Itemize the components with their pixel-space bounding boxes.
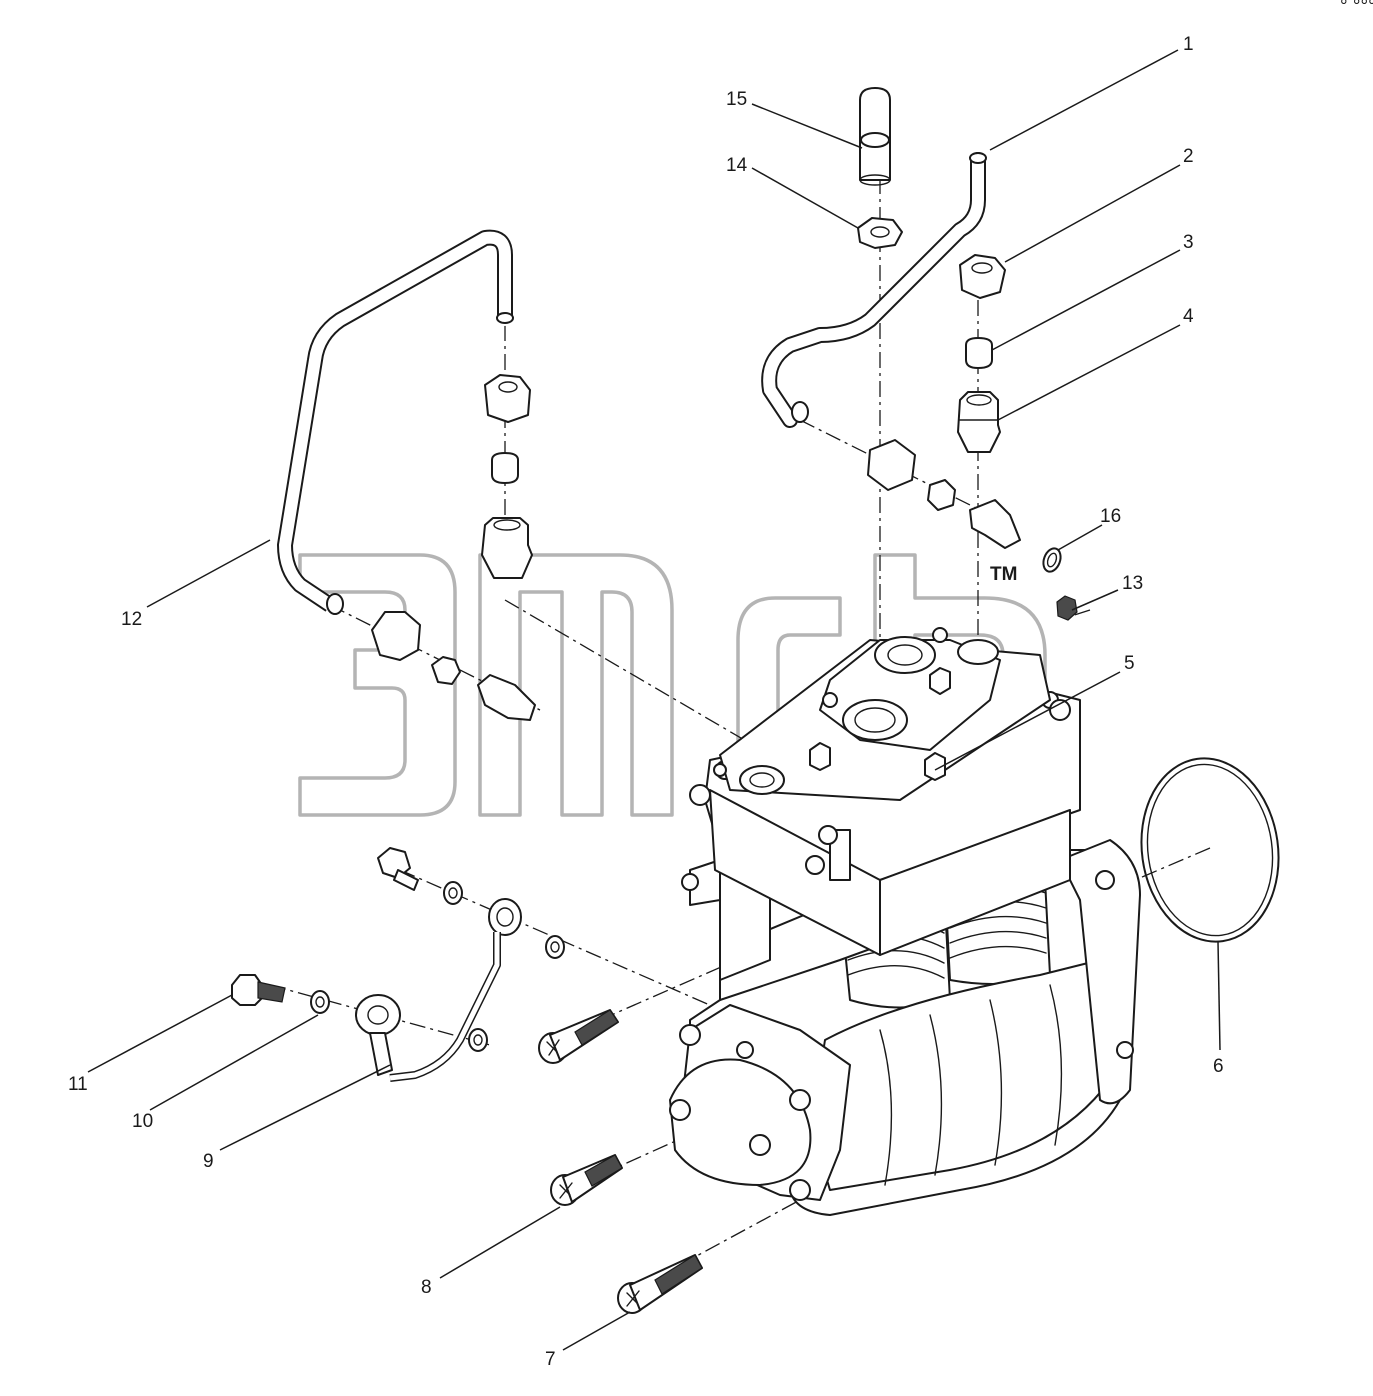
watermark-tm: TM (990, 564, 1017, 585)
callout-labels: 1 2 3 4 5 6 7 8 9 10 11 12 13 14 15 16 (68, 34, 1224, 1370)
callout-2: 2 (1183, 146, 1194, 167)
head-bolts (713, 627, 951, 781)
compressor-body (669, 627, 1141, 1216)
callout-6: 6 (1213, 1056, 1224, 1077)
part-13-plug (1056, 595, 1078, 621)
callout-8: 8 (421, 1277, 432, 1298)
callout-5: 5 (1124, 653, 1135, 674)
callout-11: 11 (68, 1074, 88, 1095)
corner-mark: ° °°° (1340, 0, 1373, 17)
callout-16: 16 (1100, 506, 1121, 527)
part-14-nut (857, 217, 903, 249)
left-fittings-stack (481, 374, 533, 579)
part-12-pipe (277, 229, 514, 615)
leader-lines (87, 49, 1221, 1351)
part-16-washer (1042, 547, 1062, 573)
oil-line-assembly (231, 847, 565, 1082)
callout-15: 15 (726, 89, 747, 110)
part-6-o-ring (1140, 757, 1280, 943)
callout-4: 4 (1183, 306, 1194, 327)
callout-3: 3 (1183, 232, 1194, 253)
callout-1: 1 (1183, 34, 1194, 55)
callout-12: 12 (121, 609, 142, 630)
callout-7: 7 (545, 1349, 556, 1370)
part-7-cap-screw (617, 1254, 703, 1314)
callout-10: 10 (132, 1111, 153, 1132)
callout-14: 14 (726, 155, 748, 176)
part-1-pipe (761, 152, 1021, 549)
part-2-nut (959, 254, 1006, 299)
cap-screw-upper (538, 1009, 619, 1064)
part-3-sleeve (965, 337, 993, 369)
part-8-cap-screw (550, 1154, 623, 1206)
left-fittings-horizontal (371, 611, 536, 721)
callout-13: 13 (1122, 573, 1143, 594)
callout-9: 9 (203, 1151, 214, 1172)
part-15-pipe-stub (859, 87, 891, 186)
part-4-adapter (957, 391, 1001, 453)
